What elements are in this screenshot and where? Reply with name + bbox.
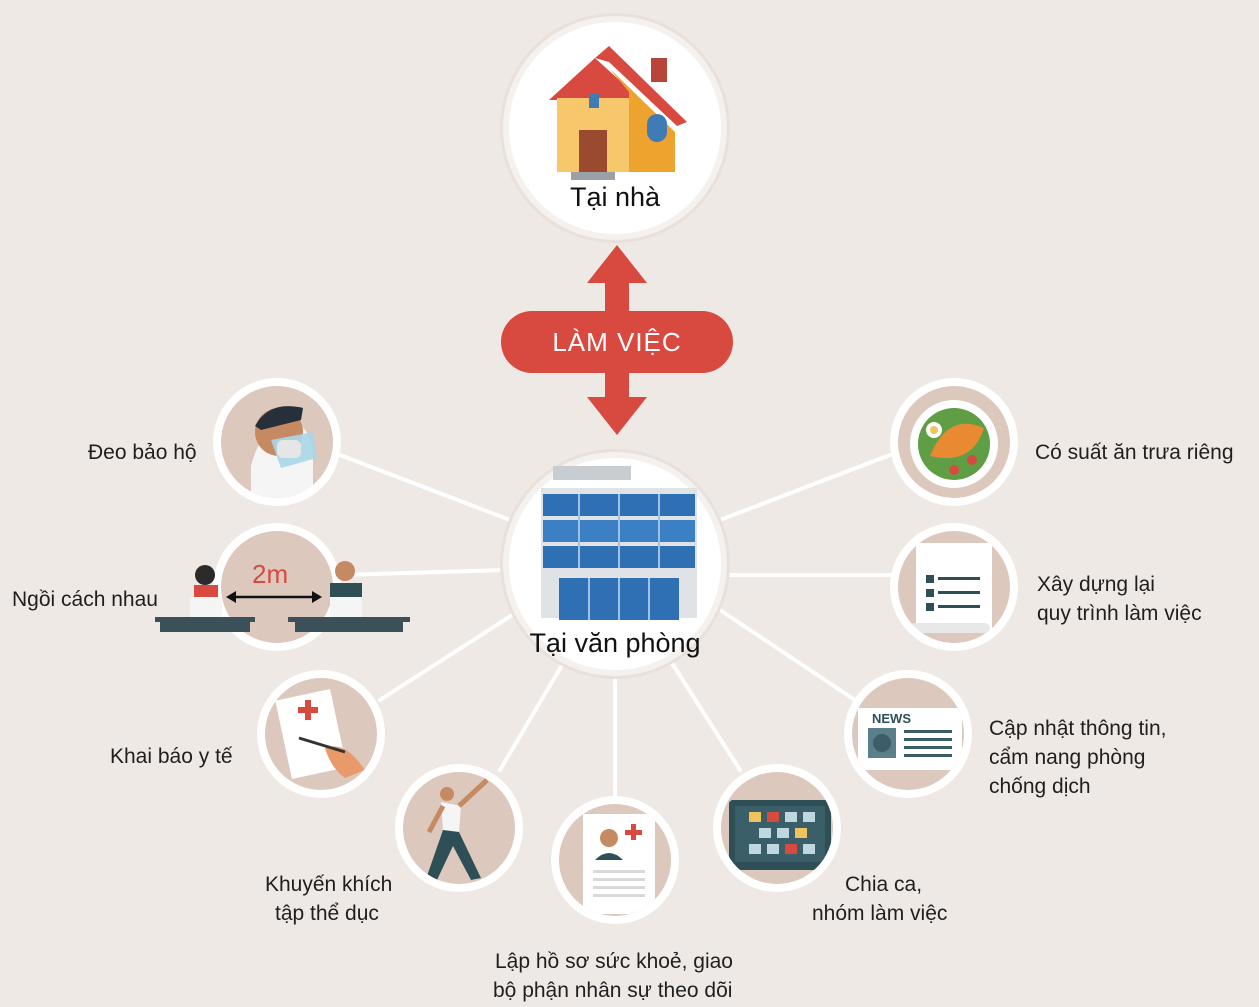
lunch-node [890,378,1018,506]
exercise-node [395,764,523,892]
health-record-label-2: bộ phận nhân sự theo dõi [493,979,733,1002]
shifts-label-1: Chia ca, [845,873,923,896]
health-record-node [551,796,679,924]
connector-line [668,658,742,772]
house-icon [549,46,687,180]
distance-label: Ngồi cách nhau [12,588,158,611]
health-declaration-label: Khai báo y tế [110,745,233,768]
office-building-icon [541,466,697,620]
exercise-label-1: Khuyến khích [265,873,393,896]
shifts-label-2: nhóm làm việc [812,902,948,925]
news-label-1: Cập nhật thông tin, [989,717,1167,740]
work-label: LÀM VIỆC [501,311,733,373]
news-label-3: chống dịch [989,775,1091,798]
face-shield-icon [251,406,317,498]
connector-line [338,568,507,577]
connector-line [718,453,892,522]
protective-gear-label: Đeo bảo hộ [88,441,197,464]
distance-badge: 2m [252,559,289,589]
medical-form-icon [275,689,365,779]
news-badge: NEWS [872,711,911,726]
health-declaration-node [257,670,385,798]
process-node [890,523,1018,651]
connector-line [338,453,512,522]
connector-line [378,608,522,702]
health-profile-icon [583,814,655,914]
newspaper-icon [858,708,962,770]
lunch-label: Có suất ăn trưa riêng [1035,441,1234,464]
process-label-1: Xây dựng lại [1037,573,1155,596]
shifts-node [713,764,841,892]
home-hub: Tại nhà [509,22,721,234]
news-label-2: cẩm nang phòng [989,746,1146,769]
exercise-icon [426,778,489,880]
distance-desks-icon [155,561,410,632]
connector-line [498,658,567,772]
protective-gear-node [213,378,341,506]
news-node: NEWS [844,670,972,798]
document-scroll-icon [910,543,992,633]
office-title: Tại văn phòng [529,628,701,658]
connector-line [718,608,857,702]
schedule-board-icon [729,800,831,870]
process-label-2: quy trình làm việc [1037,602,1202,625]
home-title: Tại nhà [569,182,661,212]
salad-plate-icon [910,400,998,488]
health-record-label-1: Lập hồ sơ sức khoẻ, giao [495,950,733,973]
office-hub: Tại văn phòng [509,458,721,670]
exercise-label-2: tập thể dục [275,902,379,925]
